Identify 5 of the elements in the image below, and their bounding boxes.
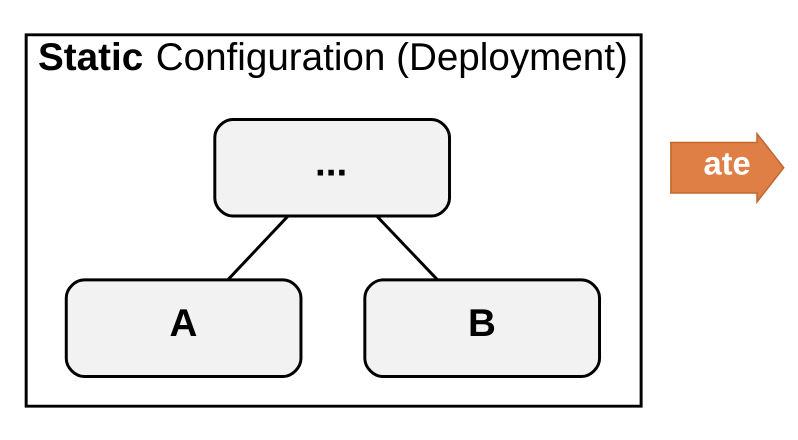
node-box: ... (213, 118, 451, 218)
connector (376, 214, 439, 280)
node-box: B (363, 278, 602, 378)
connector (226, 214, 290, 280)
node-box: A (64, 278, 302, 378)
